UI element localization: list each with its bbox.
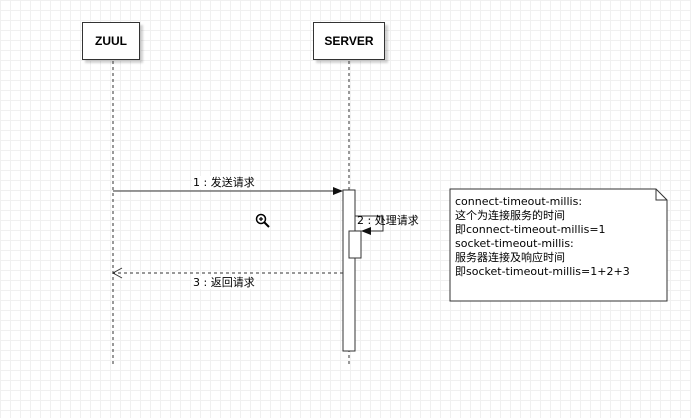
- participant-zuul-label: ZUUL: [95, 34, 127, 48]
- zoom-in-icon: [255, 213, 270, 228]
- note-line: 服务器连接及响应时间: [455, 251, 565, 264]
- participant-server-label: SERVER: [324, 34, 374, 48]
- message-2-arrowhead: [361, 227, 371, 235]
- note-line: 这个为连接服务的时间: [455, 209, 565, 222]
- note-text: connect-timeout-millis: 这个为连接服务的时间 即conn…: [455, 195, 660, 279]
- message-2-line[interactable]: [355, 215, 384, 232]
- note-line: socket-timeout-millis:: [455, 237, 574, 250]
- note-box[interactable]: [449, 188, 668, 302]
- message-1-label: 1 : 发送请求: [192, 176, 256, 189]
- participant-zuul[interactable]: ZUUL: [82, 22, 140, 60]
- note-line: 即connect-timeout-millis=1: [455, 223, 606, 236]
- message-1-arrowhead: [333, 187, 343, 195]
- message-3-label: 3 : 返回请求: [192, 276, 256, 289]
- participant-server[interactable]: SERVER: [313, 22, 385, 60]
- message-2-label: 2 : 处理请求: [357, 214, 419, 227]
- server-nested-activation-bar[interactable]: [348, 230, 362, 259]
- note-line: connect-timeout-millis:: [455, 195, 583, 208]
- note-fold: [655, 189, 667, 201]
- note-line: 即socket-timeout-millis=1+2+3: [455, 265, 630, 278]
- message-3-arrowhead: [111, 267, 123, 279]
- server-activation-bar[interactable]: [342, 189, 356, 352]
